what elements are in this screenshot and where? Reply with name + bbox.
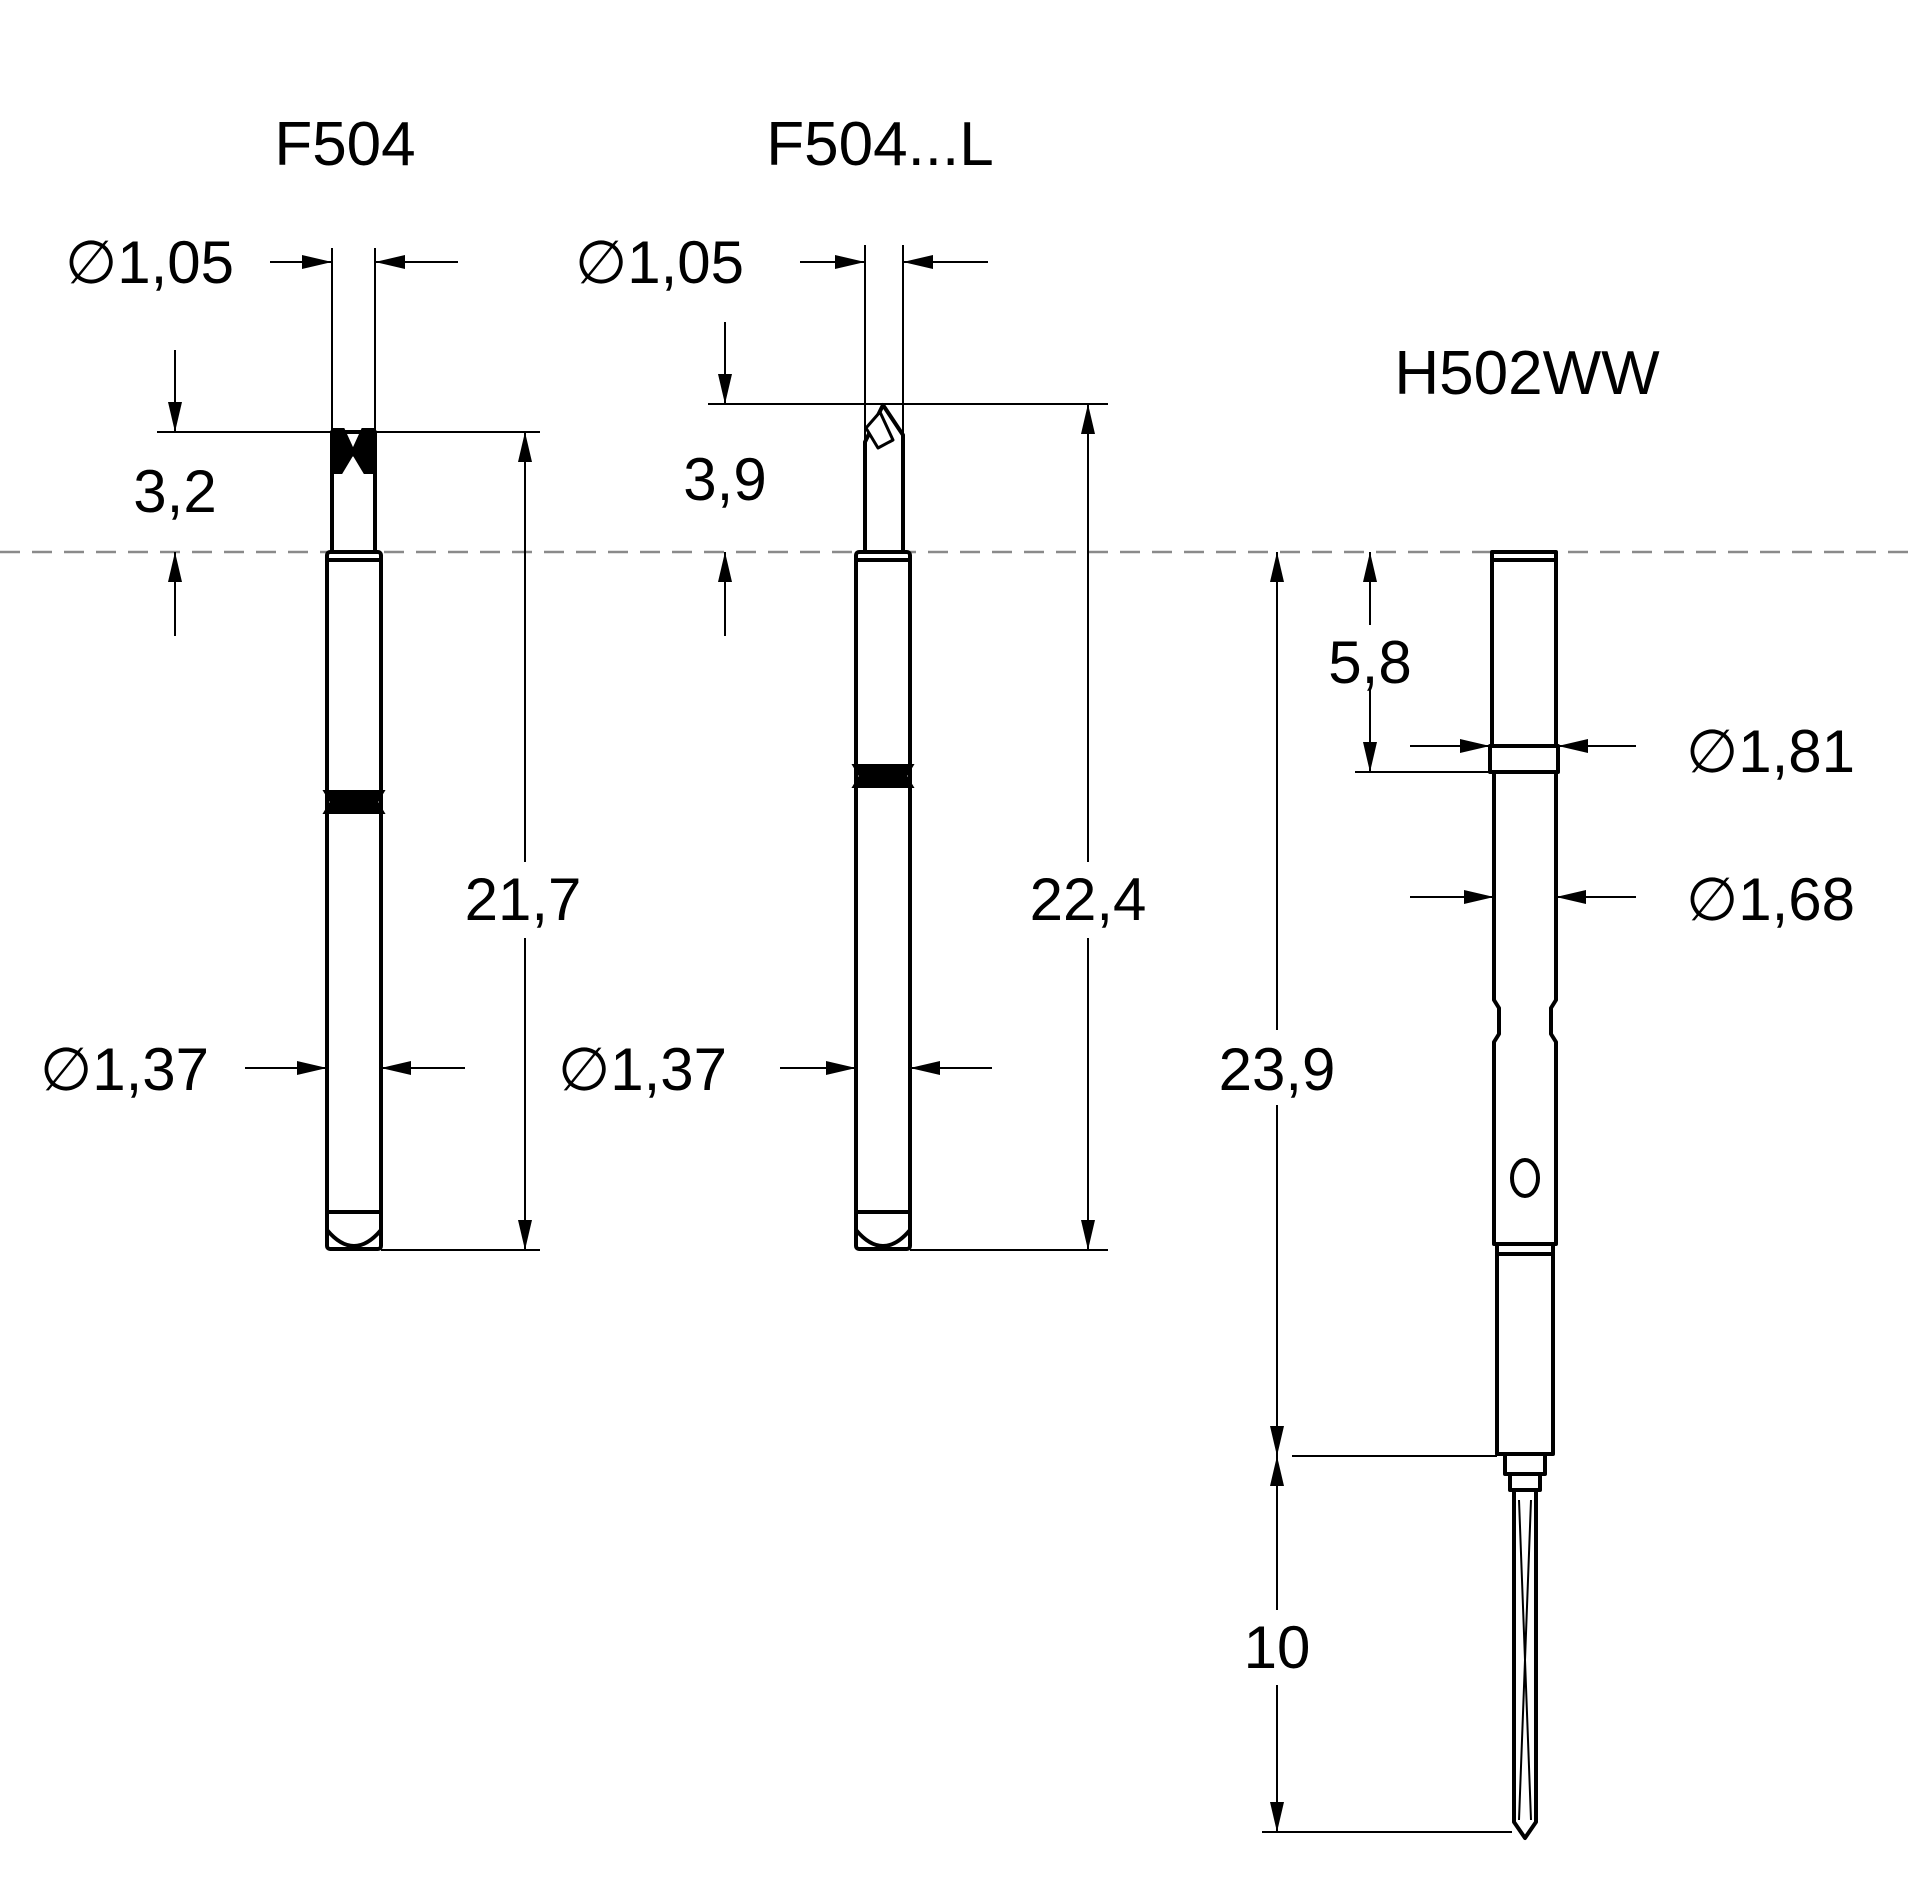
dim-f504l-body-diameter-label: ∅1,37 bbox=[558, 1036, 727, 1103]
receptacle-h502ww-body bbox=[1488, 550, 1560, 1840]
receptacle-top-section bbox=[1490, 550, 1558, 748]
receptacle-h502ww: H502WW 5,8 bbox=[1219, 339, 1855, 1840]
dim-f504l-tip-length: 3,9 bbox=[683, 322, 1108, 636]
probe-f504l-body bbox=[851, 403, 915, 1251]
dim-f504-body-diameter-label: ∅1,37 bbox=[40, 1036, 209, 1103]
dim-f504l-tip-diameter: ∅1,05 bbox=[575, 229, 988, 442]
dim-f504l-tip-length-label: 3,9 bbox=[683, 446, 766, 513]
dim-f504l-tip-diameter-label: ∅1,05 bbox=[575, 229, 744, 296]
dim-f504-overall-length-label: 21,7 bbox=[465, 866, 582, 933]
probe-f504l-barrel bbox=[854, 550, 912, 1251]
receptacle-main-body bbox=[1492, 770, 1558, 1246]
probe-f504l-crimp bbox=[851, 764, 915, 788]
receptacle-lower-section bbox=[1495, 1242, 1555, 1456]
dim-f504-tip-length: 3,2 bbox=[133, 350, 540, 636]
dim-f504l-overall-length-label: 22,4 bbox=[1030, 866, 1147, 933]
dim-h502ww-collar-offset-label: 5,8 bbox=[1328, 629, 1411, 696]
probe-f504-crown-tip bbox=[332, 428, 375, 474]
probe-f504l: F504...L ∅1,05 bbox=[558, 110, 1147, 1251]
probe-f504-crimp bbox=[322, 790, 386, 814]
dim-f504-tip-diameter-label: ∅1,05 bbox=[65, 229, 234, 296]
probe-f504: F504 ∅1,05 bbox=[40, 110, 582, 1251]
dim-h502ww-collar-diameter: ∅1,81 bbox=[1410, 718, 1855, 785]
probe-f504-barrel bbox=[325, 550, 383, 1251]
dim-f504l-overall-length: 22,4 bbox=[910, 404, 1147, 1251]
receptacle-h502ww-title: H502WW bbox=[1394, 339, 1660, 408]
dim-h502ww-collar-diameter-label: ∅1,81 bbox=[1686, 718, 1855, 785]
dim-h502ww-collar-offset: 5,8 bbox=[1328, 552, 1490, 773]
dim-f504-overall-length: 21,7 bbox=[381, 432, 582, 1251]
probe-f504-body bbox=[322, 428, 386, 1251]
receptacle-oval-mark bbox=[1510, 1158, 1540, 1198]
receptacle-step bbox=[1503, 1452, 1547, 1476]
dim-h502ww-receptacle-diameter: ∅1,68 bbox=[1410, 866, 1855, 933]
probe-f504l-title: F504...L bbox=[766, 110, 993, 179]
probe-f504-title: F504 bbox=[274, 110, 415, 179]
dim-h502ww-wire-length: 10 bbox=[1244, 1456, 1512, 1833]
dim-f504-tip-diameter: ∅1,05 bbox=[65, 229, 458, 432]
dim-f504-body-diameter: ∅1,37 bbox=[40, 1036, 465, 1103]
dim-h502ww-receptacle-length-label: 23,9 bbox=[1219, 1036, 1336, 1103]
dim-f504-tip-length-label: 3,2 bbox=[133, 458, 216, 525]
dim-f504l-body-diameter: ∅1,37 bbox=[558, 1036, 992, 1103]
dim-h502ww-receptacle-length: 23,9 bbox=[1219, 552, 1497, 1457]
dim-h502ww-receptacle-diameter-label: ∅1,68 bbox=[1686, 866, 1855, 933]
dim-h502ww-wire-length-label: 10 bbox=[1244, 1614, 1311, 1681]
receptacle-collar bbox=[1488, 744, 1560, 774]
